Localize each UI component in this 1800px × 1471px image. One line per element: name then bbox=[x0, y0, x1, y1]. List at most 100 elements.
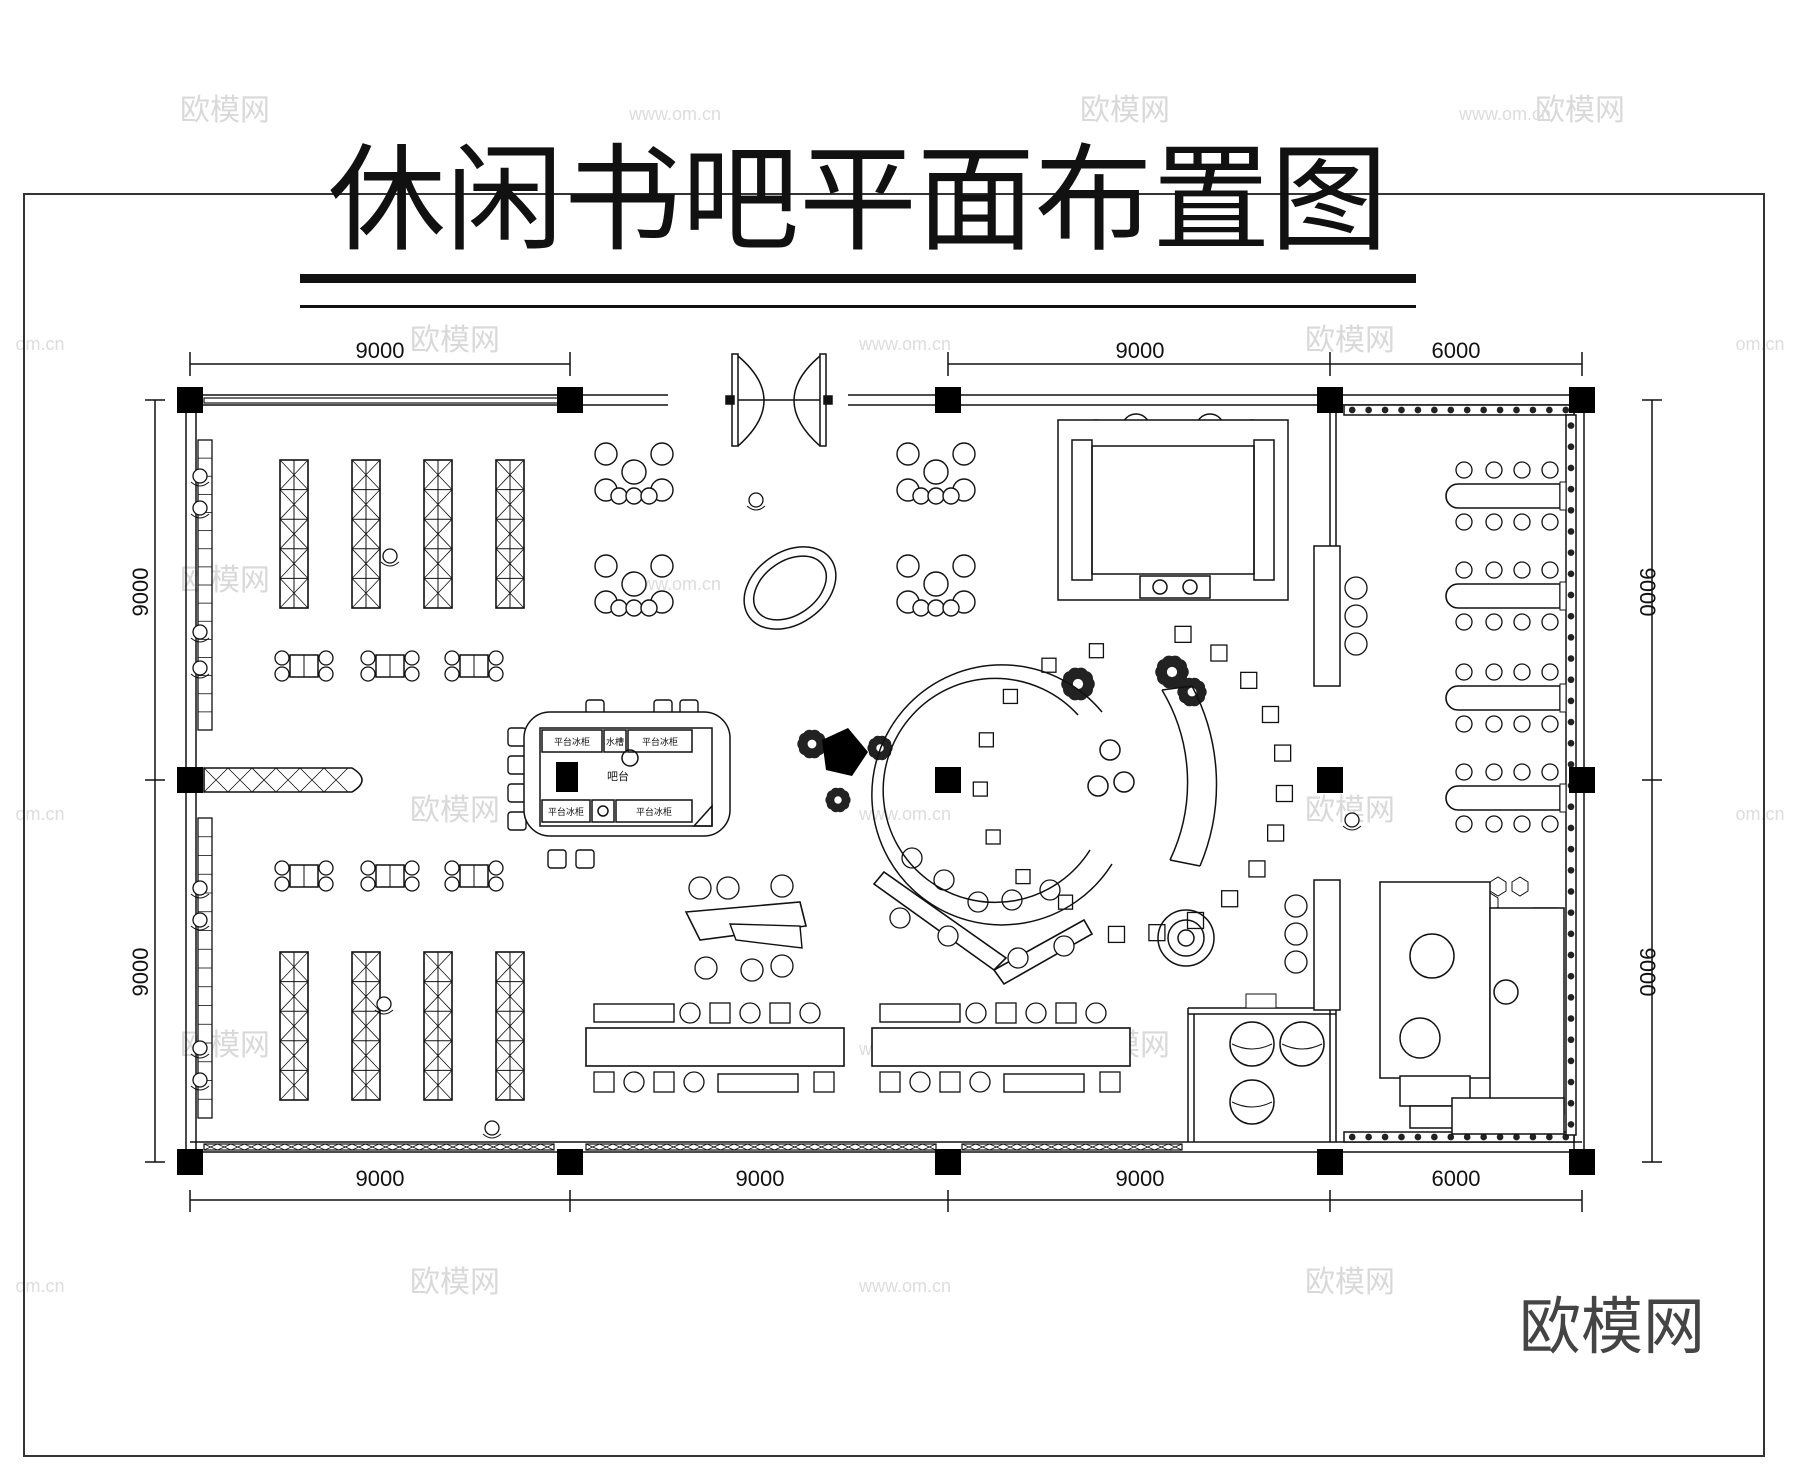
reading-table bbox=[585, 1027, 845, 1067]
stool bbox=[799, 1002, 821, 1024]
lattice-cross bbox=[693, 1143, 708, 1151]
stool bbox=[942, 487, 960, 505]
stool bbox=[813, 1071, 835, 1093]
plant-center bbox=[822, 728, 868, 776]
dimension-lines bbox=[145, 352, 1662, 1212]
counter-chair bbox=[1220, 890, 1239, 908]
watermark-brand: 欧模网 bbox=[410, 793, 500, 828]
long-reading-table bbox=[1445, 483, 1561, 509]
bookshelf-cross bbox=[351, 1040, 381, 1071]
planter-dot bbox=[1567, 739, 1575, 747]
bookshelf-cross bbox=[495, 489, 525, 520]
lattice-cross bbox=[284, 1143, 299, 1151]
stool bbox=[769, 1002, 791, 1024]
stool bbox=[1541, 715, 1559, 733]
stool bbox=[1344, 576, 1368, 600]
lattice-cross bbox=[365, 1143, 380, 1151]
planter-dot bbox=[1381, 1133, 1389, 1141]
round-table bbox=[621, 459, 647, 485]
entrance-door bbox=[725, 353, 833, 447]
stool bbox=[912, 487, 930, 505]
stool bbox=[709, 1002, 731, 1024]
stool bbox=[1513, 513, 1531, 531]
bench bbox=[1003, 1073, 1085, 1093]
stool bbox=[942, 599, 960, 617]
stool bbox=[1001, 889, 1023, 911]
counter-chair bbox=[1240, 671, 1258, 690]
column bbox=[1317, 1149, 1343, 1175]
person-figure bbox=[1344, 812, 1360, 828]
bookshelf-cross bbox=[279, 518, 309, 550]
planter-dot bbox=[1567, 888, 1575, 895]
planter-dot bbox=[1546, 406, 1553, 414]
lattice-cross bbox=[1126, 1143, 1141, 1151]
lattice-cross bbox=[653, 1143, 667, 1151]
planter-dot bbox=[1447, 1133, 1455, 1141]
stool bbox=[1485, 461, 1503, 479]
dim-left-1: 9000 bbox=[128, 568, 153, 617]
planter-dot bbox=[1431, 406, 1438, 414]
planter-dot bbox=[1463, 406, 1471, 414]
planter-dot bbox=[1513, 406, 1520, 414]
stool bbox=[610, 487, 628, 505]
bookshelf-cross bbox=[495, 981, 525, 1012]
dim-right-2: 9000 bbox=[1635, 948, 1660, 997]
furniture-layer bbox=[190, 413, 1567, 1139]
stool bbox=[360, 876, 376, 892]
stool bbox=[1025, 1002, 1047, 1024]
sink-label: 水槽 bbox=[606, 736, 624, 748]
planter-dot bbox=[1414, 1133, 1422, 1141]
stool bbox=[716, 876, 740, 900]
planter-dot bbox=[1480, 1133, 1487, 1141]
watermark-brand: 欧模网 bbox=[1535, 93, 1625, 128]
stool bbox=[1513, 663, 1531, 681]
bookshelf-cross bbox=[495, 1070, 525, 1101]
stool bbox=[444, 650, 460, 666]
lattice-cross bbox=[271, 1143, 285, 1151]
planter-dot bbox=[1562, 406, 1570, 414]
bookshelf-cross bbox=[351, 548, 381, 579]
lattice-cross bbox=[392, 1143, 407, 1151]
lattice-cross bbox=[961, 1143, 976, 1151]
watermark-url: www.om.cn bbox=[858, 1276, 951, 1296]
stool bbox=[274, 860, 290, 876]
stool bbox=[1053, 935, 1075, 957]
person-figure bbox=[192, 660, 208, 676]
watermark-brand: 欧模网 bbox=[1305, 1265, 1395, 1300]
lattice-cross bbox=[311, 1143, 326, 1151]
stool bbox=[444, 666, 460, 682]
stool bbox=[770, 874, 794, 898]
round-table bbox=[923, 459, 949, 485]
side-cabinet bbox=[1245, 993, 1277, 1009]
planter-dot bbox=[1567, 1121, 1575, 1128]
planter-dot bbox=[1567, 591, 1575, 599]
person-shoulders bbox=[374, 1009, 394, 1015]
planter-dot bbox=[1567, 528, 1575, 535]
column bbox=[935, 387, 961, 413]
stool bbox=[1455, 715, 1473, 733]
lattice-cross bbox=[774, 1143, 789, 1151]
stool bbox=[318, 860, 334, 876]
watermark-brand: 欧模网 bbox=[1080, 93, 1170, 128]
plant-pot bbox=[1071, 677, 1085, 691]
stool bbox=[404, 876, 420, 892]
stool bbox=[360, 666, 376, 682]
bookshelf-cross bbox=[423, 518, 453, 550]
bookshelf-cross bbox=[495, 578, 525, 609]
watermark-brand: 欧模网 bbox=[180, 563, 270, 598]
stool bbox=[1455, 461, 1473, 479]
table-lamp bbox=[1559, 783, 1567, 813]
person-shoulders bbox=[190, 673, 210, 679]
fridge-label-1: 平台冰柜 bbox=[554, 736, 590, 748]
lattice-cross bbox=[612, 1143, 627, 1151]
chair bbox=[650, 554, 674, 578]
bookshelf-cross bbox=[279, 548, 309, 579]
bookshelf-cross bbox=[351, 951, 381, 982]
planter-dot bbox=[1567, 1057, 1575, 1065]
diagonal-table bbox=[992, 918, 1094, 986]
lattice-cross bbox=[540, 1143, 555, 1151]
lattice-cross bbox=[706, 1143, 721, 1151]
bookshelf-cross bbox=[279, 1070, 309, 1101]
stool bbox=[444, 876, 460, 892]
